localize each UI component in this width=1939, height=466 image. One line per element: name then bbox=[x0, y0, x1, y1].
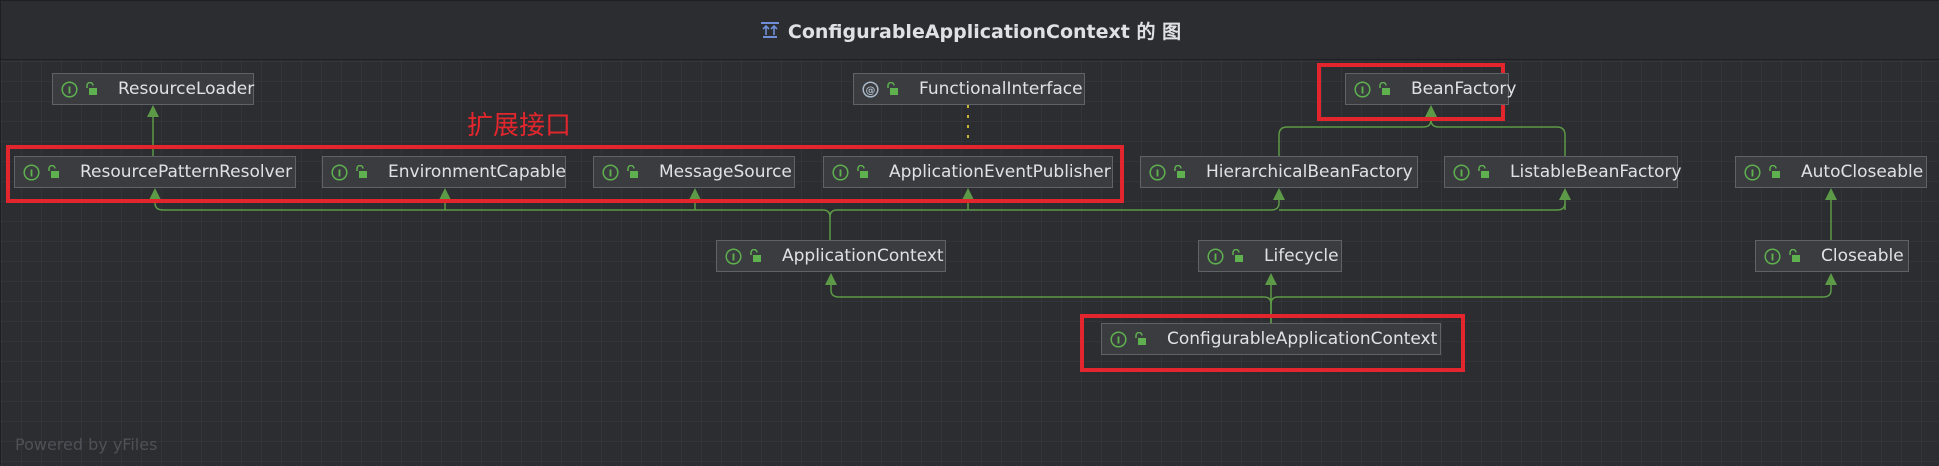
node-bean-factory[interactable]: I BeanFactory bbox=[1345, 73, 1516, 105]
edge-cac-to-application-context bbox=[830, 285, 1272, 323]
svg-text:I: I bbox=[338, 168, 342, 179]
node-application-context[interactable]: I ApplicationContext bbox=[716, 240, 946, 272]
arrowhead-icon bbox=[147, 105, 159, 117]
node-resource-pattern-resolver[interactable]: I ResourcePatternResolver bbox=[14, 156, 296, 188]
interface-icon: I bbox=[1149, 163, 1166, 181]
interface-icon: I bbox=[1110, 330, 1127, 348]
node-label: ListableBeanFactory bbox=[1510, 162, 1682, 182]
window-title: ConfigurableApplicationContext 的 图 bbox=[787, 20, 1182, 43]
svg-text:I: I bbox=[30, 168, 34, 179]
svg-text:I: I bbox=[839, 168, 843, 179]
edge-hierarchical-to-bean-factory bbox=[1278, 119, 1432, 156]
interface-icon: I bbox=[1453, 163, 1470, 181]
node-label: Lifecycle bbox=[1264, 246, 1339, 266]
node-label: MessageSource bbox=[659, 162, 792, 182]
arrowhead-icon bbox=[825, 273, 837, 285]
edge-application-context-to-bean-factories bbox=[829, 200, 1280, 218]
node-label: AutoCloseable bbox=[1801, 162, 1924, 182]
arrowhead-icon bbox=[149, 188, 161, 200]
arrowhead-icon bbox=[1273, 188, 1285, 200]
interface-icon: I bbox=[832, 163, 849, 181]
node-label: ApplicationEventPublisher bbox=[889, 162, 1111, 182]
interface-icon: I bbox=[1354, 80, 1371, 98]
svg-text:I: I bbox=[1751, 168, 1755, 179]
svg-text:I: I bbox=[1117, 335, 1121, 346]
unlocked-icon bbox=[84, 82, 98, 96]
node-hierarchical-bean-factory[interactable]: I HierarchicalBeanFactory bbox=[1140, 156, 1418, 188]
arrowhead-icon bbox=[439, 188, 451, 200]
node-application-event-publisher[interactable]: I ApplicationEventPublisher bbox=[823, 156, 1113, 188]
arrowhead-icon bbox=[1265, 273, 1277, 285]
svg-text:I: I bbox=[732, 252, 736, 263]
interface-icon: I bbox=[725, 247, 742, 265]
svg-text:I: I bbox=[1156, 168, 1160, 179]
interface-icon: I bbox=[1764, 247, 1781, 265]
node-functional-interface[interactable]: @ FunctionalInterface bbox=[853, 73, 1085, 105]
edges-layer bbox=[147, 105, 1837, 323]
powered-by-footer: Powered by yFiles bbox=[15, 435, 158, 454]
edge-application-context-to-listable-branch bbox=[1279, 202, 1566, 211]
node-label: ConfigurableApplicationContext bbox=[1167, 329, 1438, 349]
title-bar: ConfigurableApplicationContext 的 图 bbox=[1, 1, 1939, 60]
node-label: EnvironmentCapable bbox=[388, 162, 567, 182]
interface-icon: I bbox=[23, 163, 40, 181]
interface-icon: I bbox=[1207, 247, 1224, 265]
edge-listable-to-bean-factory bbox=[1430, 119, 1566, 156]
svg-text:I: I bbox=[1771, 252, 1775, 263]
node-label: ApplicationContext bbox=[782, 246, 944, 266]
node-listable-bean-factory[interactable]: I ListableBeanFactory bbox=[1444, 156, 1682, 188]
node-label: HierarchicalBeanFactory bbox=[1206, 162, 1413, 182]
node-configurable-application-context[interactable]: I ConfigurableApplicationContext bbox=[1101, 323, 1441, 355]
unlocked-icon bbox=[1133, 332, 1147, 346]
extension-interfaces-annotation: 扩展接口 bbox=[467, 111, 572, 141]
svg-text:I: I bbox=[1214, 252, 1218, 263]
node-label: ResourcePatternResolver bbox=[80, 162, 293, 182]
unlocked-icon bbox=[354, 165, 368, 179]
unlocked-icon bbox=[625, 165, 639, 179]
edge-cac-to-closeable bbox=[1270, 285, 1832, 305]
interface-icon: I bbox=[1744, 163, 1761, 181]
unlocked-icon bbox=[1377, 82, 1391, 96]
interface-icon: I bbox=[602, 163, 619, 181]
arrowhead-icon bbox=[1825, 188, 1837, 200]
svg-text:@: @ bbox=[866, 85, 876, 96]
unlocked-icon bbox=[855, 165, 869, 179]
svg-text:I: I bbox=[1460, 168, 1464, 179]
arrowhead-icon bbox=[1825, 273, 1837, 285]
node-environment-capable[interactable]: I EnvironmentCapable bbox=[322, 156, 566, 188]
arrowhead-icon bbox=[1559, 188, 1571, 200]
unlocked-icon bbox=[748, 249, 762, 263]
svg-text:I: I bbox=[609, 168, 613, 179]
unlocked-icon bbox=[1172, 165, 1186, 179]
arrowhead-icon bbox=[689, 188, 701, 200]
node-auto-closeable[interactable]: I AutoCloseable bbox=[1735, 156, 1927, 188]
node-label: FunctionalInterface bbox=[919, 79, 1083, 99]
svg-text:I: I bbox=[1361, 85, 1365, 96]
svg-text:I: I bbox=[68, 85, 72, 96]
node-label: BeanFactory bbox=[1411, 79, 1517, 99]
node-resource-loader[interactable]: I ResourceLoader bbox=[52, 73, 254, 105]
unlocked-icon bbox=[46, 165, 60, 179]
node-lifecycle[interactable]: I Lifecycle bbox=[1198, 240, 1342, 272]
node-label: Closeable bbox=[1821, 246, 1904, 266]
unlocked-icon bbox=[1787, 249, 1801, 263]
arrowhead-icon bbox=[1425, 105, 1437, 117]
unlocked-icon bbox=[1767, 165, 1781, 179]
node-closeable[interactable]: I Closeable bbox=[1755, 240, 1909, 272]
unlocked-icon bbox=[885, 82, 899, 96]
interface-icon: I bbox=[331, 163, 348, 181]
arrowhead-icon bbox=[962, 188, 974, 200]
node-label: ResourceLoader bbox=[118, 79, 255, 99]
diagram-canvas[interactable]: 扩展接口 I ResourceLoader @ FunctionalInterface… bbox=[1, 60, 1939, 466]
edge-application-context-to-resource-pattern-resolver bbox=[154, 200, 831, 240]
unlocked-icon bbox=[1230, 249, 1244, 263]
node-message-source[interactable]: I MessageSource bbox=[593, 156, 795, 188]
annotation-icon: @ bbox=[862, 80, 879, 98]
unlocked-icon bbox=[1476, 165, 1490, 179]
diagram-icon bbox=[760, 21, 780, 39]
interface-icon: I bbox=[61, 80, 78, 98]
